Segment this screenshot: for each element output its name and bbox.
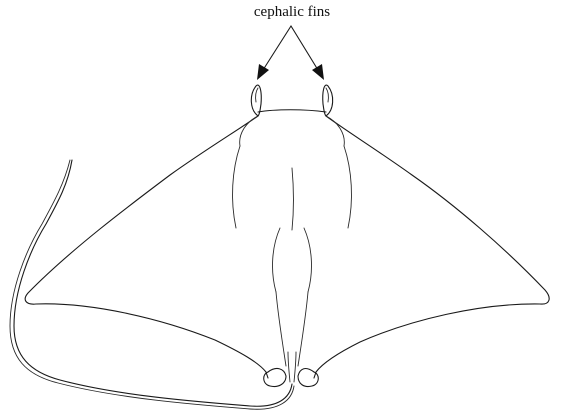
left-pelvic-fin [264, 369, 286, 387]
arrow-right-head [312, 64, 324, 80]
clasper-left [288, 352, 290, 382]
pelvic-right-line [298, 292, 308, 366]
dorsal-midline [292, 168, 294, 230]
arrow-left-head [257, 64, 269, 80]
dorsal-right-inner [304, 228, 311, 292]
body-outline [25, 116, 549, 378]
right-cephalic-fin-inner [326, 88, 328, 102]
dorsal-left-inner [273, 228, 280, 292]
tail [14, 160, 292, 406]
right-cephalic-fin [323, 85, 333, 116]
tail-edge [10, 160, 294, 409]
head-left-curve [240, 116, 258, 146]
dorsal-left-line [233, 146, 240, 228]
callout-arrows [257, 26, 324, 80]
head-right-curve [326, 116, 344, 146]
left-cephalic-fin [251, 85, 261, 116]
right-pelvic-fin [298, 369, 318, 387]
arrow-left-shaft [263, 26, 291, 70]
left-cephalic-fin-inner [256, 88, 258, 102]
head-front-edge [258, 110, 326, 112]
pelvic-left-line [276, 292, 286, 366]
dorsal-right-line [344, 146, 351, 228]
arrow-right-shaft [291, 26, 318, 70]
clasper-right [294, 352, 296, 382]
